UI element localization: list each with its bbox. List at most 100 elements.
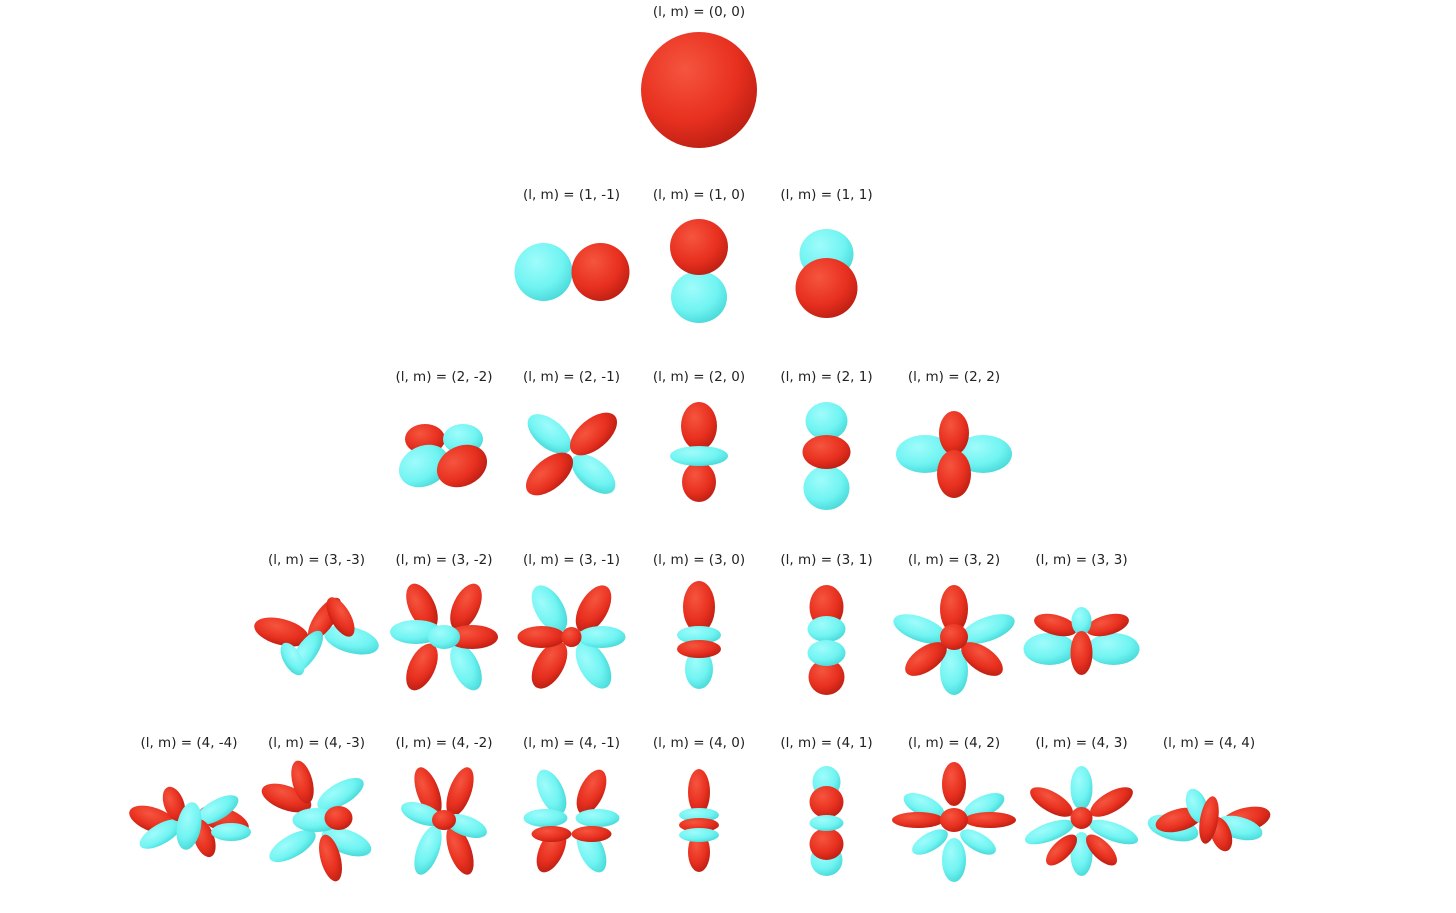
harmonic-cell-l2-m2: (l, m) = (2, 2) (896, 369, 1012, 498)
positive-lobe (517, 626, 566, 648)
positive-lobe (446, 767, 474, 817)
negative-lobe (176, 802, 202, 850)
positive-lobe (1090, 787, 1133, 817)
positive-lobe (940, 624, 968, 650)
harmonic-shape (679, 769, 719, 872)
positive-lobe (939, 411, 969, 455)
negative-lobe (679, 828, 719, 842)
harmonic-cell-l4-m-1: (l, m) = (4, -1) (523, 735, 620, 873)
harmonic-cell-l4-m3: (l, m) = (4, 3) (1024, 735, 1139, 876)
harmonic-shape (525, 412, 618, 496)
negative-lobe (677, 626, 721, 644)
positive-lobe (254, 617, 309, 647)
positive-lobe (324, 806, 353, 830)
positive-lobe (802, 435, 851, 469)
positive-lobe (450, 583, 482, 631)
harmonic-shape (1023, 607, 1140, 675)
harmonic-shape (261, 760, 372, 882)
harmonic-shape (398, 424, 488, 488)
harmonic-label: (l, m) = (2, 1) (780, 369, 872, 385)
negative-lobe (671, 271, 727, 323)
harmonic-shape (670, 219, 728, 323)
positive-lobe (576, 769, 607, 815)
positive-lobe (446, 625, 498, 649)
harmonic-label: (l, m) = (4, 4) (1163, 735, 1255, 751)
negative-lobe (809, 815, 844, 831)
harmonic-label: (l, m) = (4, 2) (908, 735, 1000, 751)
harmonic-shape (807, 585, 846, 695)
harmonic-label: (l, m) = (4, 3) (1035, 735, 1127, 751)
positive-lobe (531, 826, 572, 842)
positive-lobe (561, 627, 582, 647)
negative-lobe (317, 777, 364, 811)
positive-lobe (682, 462, 716, 502)
negative-lobe (807, 640, 846, 666)
harmonic-cell-l1-m0: (l, m) = (1, 0) (653, 187, 745, 323)
negative-lobe (414, 825, 442, 875)
harmonic-cell-l3-m-2: (l, m) = (3, -2) (390, 552, 498, 691)
harmonic-label: (l, m) = (4, -4) (140, 735, 237, 751)
harmonic-cell-l3-m-3: (l, m) = (3, -3) (254, 552, 379, 676)
harmonic-label: (l, m) = (4, 1) (780, 735, 872, 751)
harmonic-shape (677, 581, 721, 689)
positive-lobe (531, 641, 568, 689)
positive-lobe (1199, 796, 1219, 844)
negative-lobe (903, 793, 945, 819)
positive-lobe (677, 640, 721, 658)
positive-lobe (569, 412, 618, 456)
harmonic-shape (802, 402, 851, 510)
harmonic-label: (l, m) = (2, 2) (908, 369, 1000, 385)
harmonic-cell-l2-m-1: (l, m) = (2, -1) (523, 369, 620, 496)
harmonic-cell-l4-m1: (l, m) = (4, 1) (780, 735, 873, 876)
harmonic-shape (523, 769, 620, 873)
harmonic-shape (892, 762, 1016, 882)
negative-lobe (450, 643, 482, 691)
harmonic-shape (896, 411, 1012, 498)
harmonic-shape (1024, 766, 1139, 876)
harmonic-label: (l, m) = (0, 0) (653, 4, 745, 20)
harmonic-shape (641, 32, 757, 148)
negative-lobe (1088, 819, 1139, 845)
harmonic-shape (401, 767, 487, 875)
positive-lobe (905, 642, 947, 676)
negative-lobe (428, 625, 460, 649)
harmonic-label: (l, m) = (1, 1) (780, 187, 872, 203)
harmonic-label: (l, m) = (3, 1) (780, 552, 872, 568)
negative-lobe (807, 616, 846, 642)
harmonic-shape (254, 597, 379, 676)
positive-lobe (683, 581, 715, 633)
negative-lobe (1071, 607, 1092, 635)
positive-lobe (1034, 613, 1077, 637)
positive-lobe (319, 834, 342, 882)
harmonic-shape (514, 243, 630, 301)
harmonic-shape (1147, 788, 1271, 852)
negative-lobe (139, 819, 183, 849)
negative-lobe (575, 641, 612, 689)
harmonic-cell-l2-m0: (l, m) = (2, 0) (653, 369, 745, 502)
positive-lobe (525, 452, 574, 496)
positive-lobe (964, 812, 1016, 828)
harmonic-label: (l, m) = (4, -2) (395, 735, 492, 751)
positive-lobe (162, 786, 186, 822)
positive-lobe (1070, 807, 1093, 829)
harmonic-cell-l3-m3: (l, m) = (3, 3) (1023, 552, 1140, 675)
harmonic-cell-l3-m1: (l, m) = (3, 1) (780, 552, 873, 695)
positive-lobe (1030, 787, 1073, 817)
harmonic-shape (390, 583, 498, 691)
negative-lobe (280, 642, 305, 676)
harmonic-label: (l, m) = (1, 0) (653, 187, 745, 203)
harmonic-cell-l4-m4: (l, m) = (4, 4) (1147, 735, 1271, 852)
positive-lobe (940, 585, 968, 633)
negative-lobe (963, 793, 1005, 819)
positive-lobe (571, 243, 630, 301)
positive-lobe (809, 786, 844, 818)
positive-lobe (575, 585, 612, 633)
negative-lobe (679, 808, 719, 822)
harmonic-cell-l4-m0: (l, m) = (4, 0) (653, 735, 745, 872)
harmonic-label: (l, m) = (2, 0) (653, 369, 745, 385)
harmonic-label: (l, m) = (3, 0) (653, 552, 745, 568)
negative-lobe (577, 626, 626, 648)
positive-lobe (961, 642, 1003, 676)
harmonic-cell-l1-m-1: (l, m) = (1, -1) (514, 187, 630, 301)
harmonic-shape (795, 229, 858, 318)
